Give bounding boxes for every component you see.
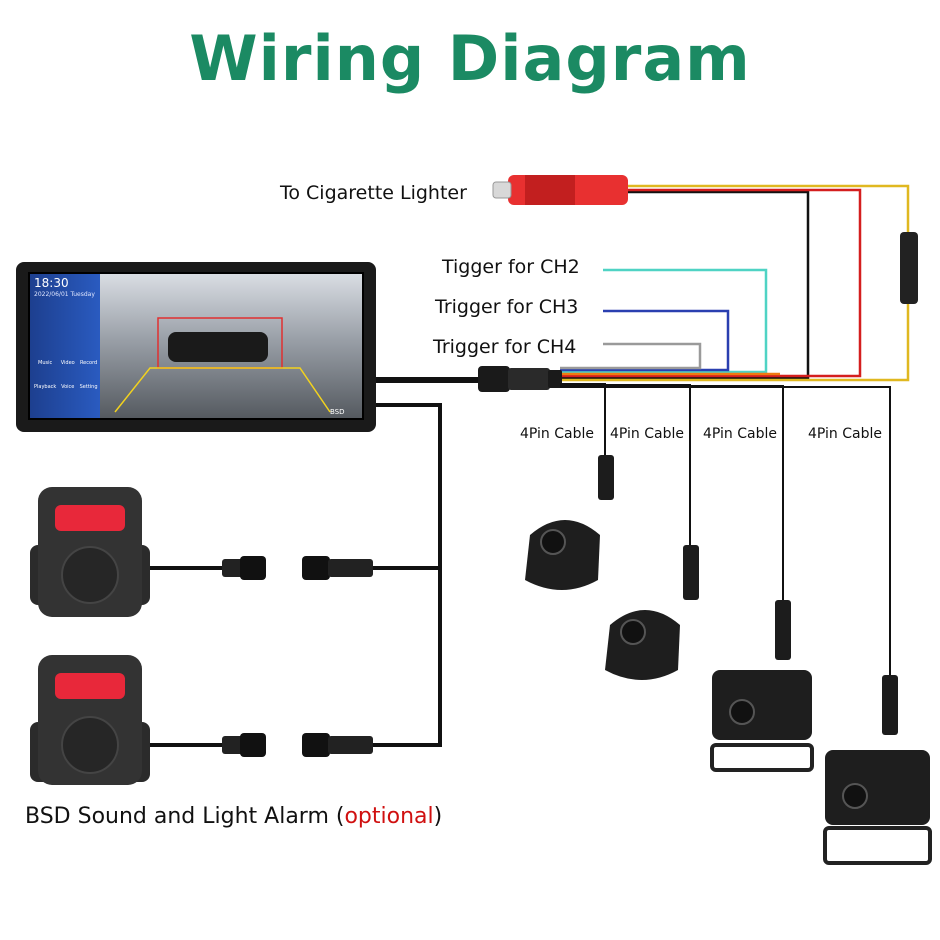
- label-cigarette: To Cigarette Lighter: [280, 182, 467, 204]
- monitor-date: 2022/06/01 Tuesday: [34, 291, 95, 298]
- monitor-status: BSD: [330, 408, 345, 416]
- label-ch2: Tigger for CH2: [442, 256, 580, 278]
- wire-ch4: [560, 342, 702, 370]
- wire-ch2: [560, 268, 768, 374]
- wire-yellow-power: [560, 184, 910, 382]
- speaker-grille: [61, 716, 119, 774]
- fuse-holder: [900, 232, 918, 304]
- red-plug-tip: [492, 181, 512, 199]
- monitor-sidebar: [30, 274, 100, 418]
- monitor-apps: Music Video Record Playback Voice Settin…: [34, 360, 98, 390]
- camera-lens: [540, 529, 566, 555]
- label-cable-3: 4Pin Cable: [703, 426, 777, 442]
- alarm-caption: BSD Sound and Light Alarm (optional): [25, 804, 443, 829]
- camera-lens: [842, 783, 868, 809]
- camera-cables: [560, 383, 891, 675]
- speaker-grille: [61, 546, 119, 604]
- app-music[interactable]: Music: [38, 360, 53, 366]
- dome-camera-2: [605, 545, 699, 680]
- app-record[interactable]: Record: [79, 360, 98, 366]
- app-video[interactable]: Video: [60, 360, 75, 366]
- wire-red-power: [560, 188, 862, 378]
- alarm-connector-2: [222, 733, 373, 757]
- camera-lens: [729, 699, 755, 725]
- wire-ch3: [560, 309, 730, 372]
- wire-black-power: [560, 190, 810, 380]
- red-plug-ribs: [525, 175, 575, 205]
- harness-connector: [372, 366, 562, 392]
- alarm-connector-1: [222, 556, 373, 580]
- app-playback[interactable]: Playback: [34, 384, 57, 390]
- label-cable-4: 4Pin Cable: [808, 426, 882, 442]
- box-camera-4: [823, 675, 932, 865]
- app-voice[interactable]: Voice: [61, 384, 75, 390]
- car: [168, 332, 268, 362]
- label-ch4: Trigger for CH4: [433, 336, 577, 358]
- label-cable-1: 4Pin Cable: [520, 426, 594, 442]
- label-cable-2: 4Pin Cable: [610, 426, 684, 442]
- diagram-title: Wiring Diagram: [189, 22, 751, 95]
- monitor: [16, 262, 376, 432]
- monitor-time: 18:30: [34, 276, 69, 290]
- camera-lens: [620, 619, 646, 645]
- app-setting[interactable]: Setting: [79, 384, 98, 390]
- alarm-unit-2: [30, 655, 150, 785]
- dome-camera-1: [525, 455, 614, 590]
- alarm-bus: [140, 403, 442, 747]
- box-camera-3: [710, 600, 814, 772]
- power-cable: [492, 175, 918, 382]
- label-ch3: Trigger for CH3: [435, 296, 579, 318]
- alarm-unit-1: [30, 487, 150, 617]
